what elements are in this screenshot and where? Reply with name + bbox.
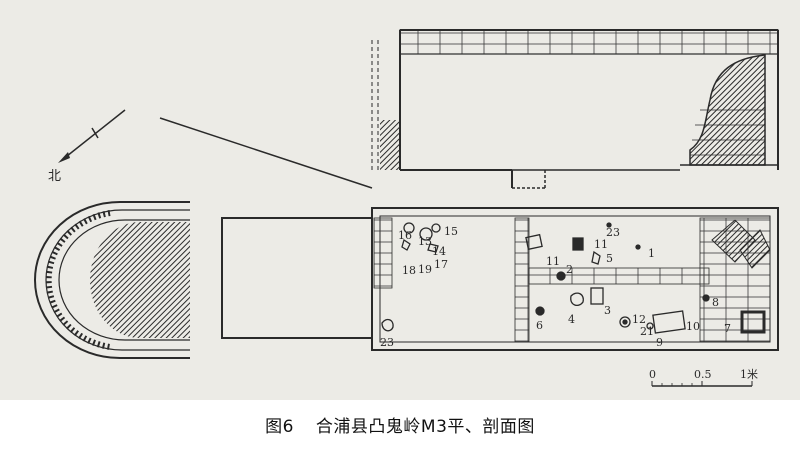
object-label: 4 [568, 313, 575, 326]
object-label: 6 [536, 319, 543, 332]
object-label: 23 [380, 336, 394, 349]
object-label: 11 [594, 238, 608, 251]
scale-bar: 0 0.5 1米 [649, 368, 758, 387]
object-label: 14 [432, 245, 446, 258]
object-label: 8 [712, 296, 719, 309]
scale-tick-1m: 1米 [740, 368, 758, 381]
object-label: 5 [606, 252, 613, 265]
section-view [371, 29, 779, 189]
scale-tick-half: 0.5 [694, 368, 712, 381]
object-label: 16 [398, 229, 412, 242]
tomb-drawing: 北 [34, 29, 779, 387]
north-arrow-icon: 北 [48, 109, 126, 184]
object-label: 3 [604, 304, 611, 317]
object-label: 7 [724, 322, 731, 335]
object-label: 18 [402, 264, 416, 277]
artifacts [381, 222, 766, 334]
object-label: 10 [686, 320, 700, 333]
figure-title: 合浦县凸鬼岭M3平、剖面图 [315, 417, 535, 437]
passage [221, 217, 373, 339]
object-label: 23 [606, 226, 620, 239]
object-label: 15 [444, 225, 458, 238]
object-label: 1 [648, 247, 655, 260]
figure-caption: 图6 合浦县凸鬼岭M3平、剖面图 [0, 412, 800, 437]
object-label: 19 [418, 263, 432, 276]
object-label: 12 [632, 313, 646, 326]
main-chamber [371, 207, 779, 351]
semicircle-end [34, 201, 190, 359]
object-label: 2 [566, 263, 573, 276]
figure-number: 图6 [265, 417, 294, 437]
object-label: 21 [640, 325, 654, 338]
object-label: 11 [546, 255, 560, 268]
north-label: 北 [48, 169, 61, 184]
drawing-plate: 北 [0, 0, 800, 400]
scale-tick-0: 0 [649, 368, 656, 381]
projection-line [159, 117, 373, 189]
object-label: 17 [434, 258, 448, 271]
object-label: 13 [418, 235, 432, 248]
object-label: 9 [656, 336, 663, 349]
object-labels: 1 2 3 4 5 6 7 8 9 10 11 11 12 13 14 15 1… [380, 225, 731, 349]
